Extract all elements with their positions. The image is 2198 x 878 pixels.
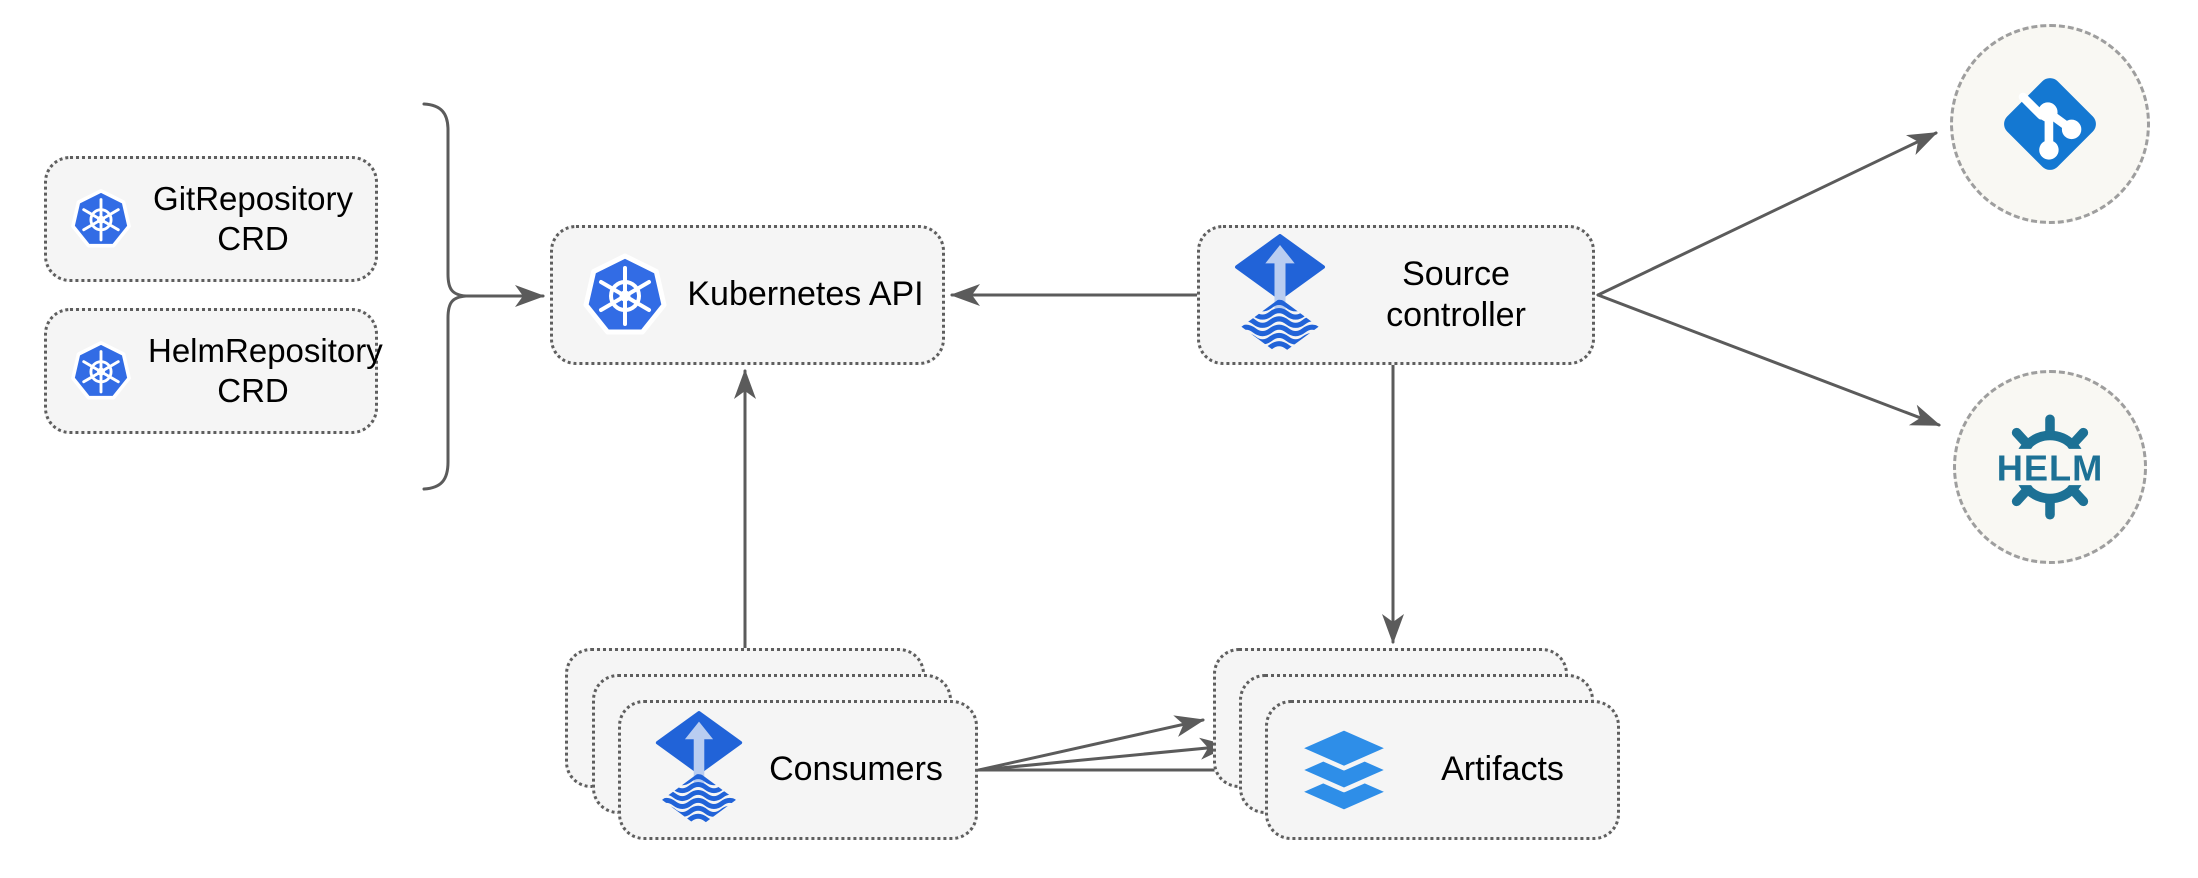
node-helm-remote: HELM (1953, 370, 2147, 564)
node-label: Source controller (1386, 254, 1526, 334)
edge-source-controller-to-helm (1596, 293, 1941, 427)
kubernetes-icon (65, 335, 137, 407)
node-label: GitRepository CRD (153, 179, 353, 257)
helm-logo-text: HELM (1997, 447, 2103, 488)
edge-consumers-to-artifacts-1 (977, 715, 1205, 772)
edge-consumers-to-artifacts-2 (977, 737, 1230, 772)
node-source-controller: Source controller (1197, 225, 1595, 365)
node-kubernetes-api: Kubernetes API (550, 225, 945, 365)
kubernetes-icon (65, 183, 137, 255)
node-label: HelmRepository CRD (148, 331, 383, 409)
node-label: Artifacts (1441, 750, 1564, 789)
helm-icon: HELM (1988, 405, 2112, 529)
node-artifacts: Artifacts (1265, 700, 1620, 840)
layers-icon (1294, 726, 1394, 814)
flux-icon (655, 711, 743, 829)
node-git-remote (1950, 24, 2150, 224)
edge-source-controller-to-git (1596, 131, 1938, 297)
crd-group-bracket (422, 102, 467, 491)
flux-icon (1234, 233, 1326, 357)
kubernetes-icon (575, 245, 675, 345)
node-label: Consumers (769, 750, 943, 789)
node-consumers: Consumers (618, 700, 978, 840)
node-helm-repository-crd: HelmRepository CRD (44, 308, 383, 434)
node-git-repository-crd: GitRepository CRD (44, 156, 378, 282)
node-label: Kubernetes API (687, 275, 924, 314)
git-icon (1996, 70, 2104, 178)
